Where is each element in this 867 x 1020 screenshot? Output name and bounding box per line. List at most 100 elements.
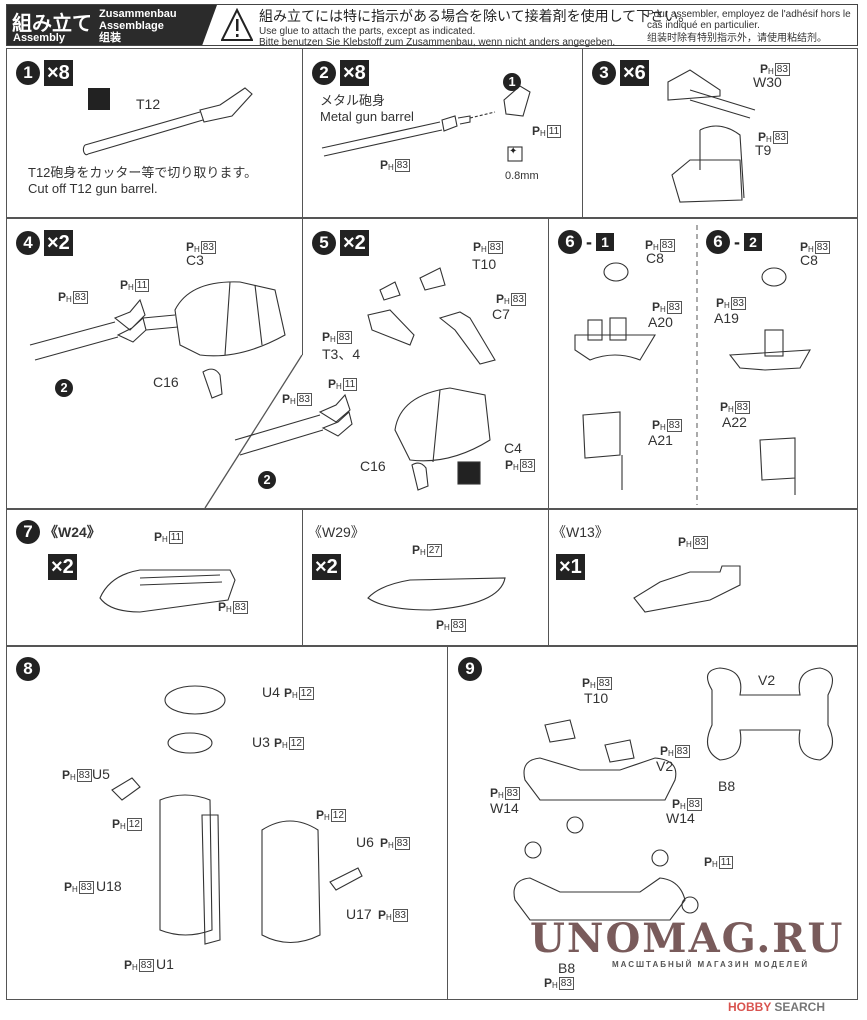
sub-step-number: 1 [596, 233, 614, 251]
step-4-header: 4×2 [16, 230, 73, 256]
assembly-header: 組み立て Assembly Zusammenbau Assemblage 组装 … [6, 4, 858, 48]
step-number: 4 [16, 231, 40, 255]
part-label: T12 [136, 96, 161, 112]
glue-note: 組み立てには特に指示がある場合を除いて接着剤を使用して下さい。 Use glue… [259, 6, 692, 48]
part-label: T10 [584, 690, 609, 706]
part-label: T10 [472, 256, 497, 272]
part-label: C4 [504, 440, 522, 456]
title-de: Zusammenbau [99, 8, 177, 20]
note-de: Bitte benutzen Sie Klebstoff zum Zusamme… [259, 37, 616, 48]
quantity-multiplier: ×2 [340, 230, 369, 256]
part-label: U6 [356, 834, 374, 850]
boat-name: 《W24》 [44, 524, 101, 540]
sub-step-number: 2 [744, 233, 762, 251]
quantity-multiplier: ×1 [556, 554, 585, 580]
part-label: A20 [648, 314, 673, 330]
label-jp: メタル砲身 [320, 93, 386, 108]
part-label: V2 [758, 672, 776, 688]
warning-triangle-icon [221, 8, 253, 41]
part-label: W14 [490, 800, 519, 816]
title-multilang: Zusammenbau Assemblage 组装 [99, 8, 177, 44]
part-label: B8 [558, 960, 576, 976]
step-8-header: 8 [16, 657, 40, 681]
row-divider [6, 645, 858, 647]
col-divider [302, 508, 303, 645]
row-divider [6, 217, 858, 219]
step-9-header: 9 [458, 657, 482, 681]
step-number: 7 [16, 520, 40, 544]
part-label: A22 [722, 414, 747, 430]
quantity-multiplier: ×2 [44, 230, 73, 256]
col-divider [548, 508, 549, 645]
part-label: U4 [262, 684, 280, 700]
cut-icon [88, 88, 110, 110]
part-label: C16 [360, 458, 386, 474]
part-label: U5 [92, 766, 110, 782]
step-number: 5 [312, 231, 336, 255]
part-label: U1 [156, 956, 174, 972]
step-number: 1 [16, 61, 40, 85]
row-divider [6, 508, 858, 510]
step-reference: 1 [503, 73, 521, 91]
quantity-multiplier: ×6 [620, 60, 649, 86]
part-label: C3 [186, 252, 204, 268]
col-divider [548, 218, 549, 508]
part-label: C7 [492, 306, 510, 322]
step-7-header: 7《W24》 [16, 520, 101, 544]
header-title-block: 組み立て Assembly Zusammenbau Assemblage 组装 [7, 5, 217, 45]
drill-icon: ✦ [509, 146, 518, 157]
title-en: Assembly [13, 32, 65, 44]
col-divider [582, 48, 583, 218]
instruction-frame [6, 48, 858, 1000]
part-label: W14 [666, 810, 695, 826]
credit-hobby: HOBBY [728, 1000, 772, 1014]
part-label: U18 [96, 878, 122, 894]
note-cn: 组装时除有特别指示外，请使用粘结剂。 [647, 33, 827, 44]
quantity-multiplier: ×2 [312, 554, 341, 580]
note-jp: T12砲身をカッター等で切り取ります。 [28, 165, 258, 180]
step-1-note: T12砲身をカッター等で切り取ります。Cut off T12 gun barre… [28, 162, 257, 196]
step-number: 9 [458, 657, 482, 681]
part-label: C8 [800, 252, 818, 268]
boat-name: 《W29》 [308, 524, 365, 540]
part-label: T3、4 [322, 346, 361, 362]
note-en: Cut off T12 gun barrel. [28, 181, 158, 196]
credit-search: SEARCH [774, 1000, 826, 1014]
note-fr: Pour assembler, employez de l'adhésif ho… [647, 9, 851, 31]
step-number: 8 [16, 657, 40, 681]
part-label: W30 [753, 74, 782, 90]
title-fr: Assemblage [99, 20, 164, 32]
part-label: U3 [252, 734, 270, 750]
quantity-multiplier: ×8 [44, 60, 73, 86]
col-divider [302, 48, 303, 218]
part-label: T9 [755, 142, 772, 158]
part-label: B8 [718, 778, 736, 794]
part-label: A21 [648, 432, 673, 448]
watermark-logo: UNOMAG.RU [530, 915, 845, 962]
step-5-header: 5×2 [312, 230, 369, 256]
